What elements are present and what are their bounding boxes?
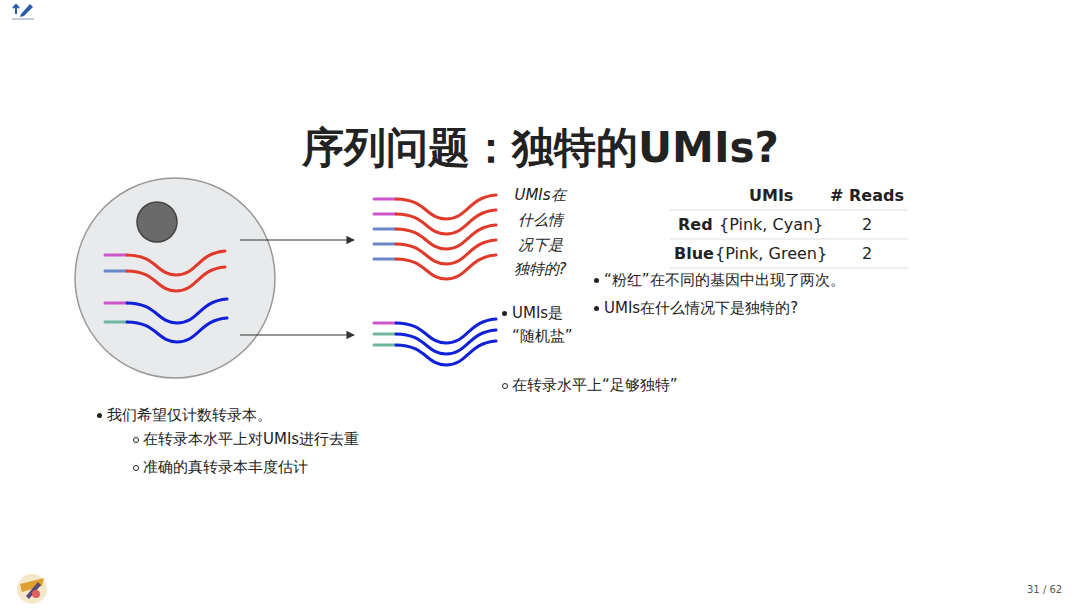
umi-segment [105,321,127,324]
transcript-strand [127,299,227,323]
arrow [240,334,354,335]
bullet [594,306,599,311]
logo [17,574,47,604]
table-header: # Reads [830,184,904,208]
transcripts-in-cell [105,251,227,342]
bullet [594,278,599,283]
umi-segment [374,258,396,261]
bullet-text: 在转录水平上“足够独特” [512,374,678,397]
edit-icon [12,4,34,19]
umi-segment [374,333,396,336]
bullet-text: “粉红”在不同的基因中出现了两次。 [604,269,845,292]
transcript-strand [396,319,496,343]
sub-bullet [133,465,139,471]
sub-bullet [502,383,508,389]
sub-bullet [133,437,139,443]
bullet-text: 在转录本水平上对UMIs进行去重 [143,428,359,451]
umi-segment [105,270,127,273]
table-cell: 2 [862,242,872,266]
bullet [502,311,507,316]
umi-segment [374,213,396,216]
umi-segment [374,243,396,246]
umi-segment [105,254,127,257]
table-cell: Blue [674,242,714,266]
table-cell: 2 [862,213,872,237]
bullet [97,413,102,418]
table-rule [670,210,908,211]
table-cell: Red [678,213,713,237]
reads [374,195,496,365]
nucleus [137,202,177,242]
page-number: 31 / 62 [1027,582,1062,597]
cell [75,178,275,378]
transcript-strand [127,318,227,342]
transcript-strand [396,330,496,354]
slide-title: 序列问题：独特的UMIs? [302,125,779,171]
umi-segment [105,302,127,305]
table-rule [670,239,908,240]
bullet-text: UMIs在什么情况下是独特的? [604,297,798,320]
table-cell: {Pink, Cyan} [719,213,823,237]
umi-segment [374,344,396,347]
transcript-strand [396,341,496,365]
transcript-strand [127,267,225,291]
arrow [240,239,354,240]
bullet-text: UMIs是“随机盐” [512,302,574,349]
umi-segment [374,198,396,201]
table-header: UMIs [749,184,793,208]
table-cell: {Pink, Green} [715,242,827,266]
umi-segment [374,228,396,231]
transcript-strand [396,255,496,279]
bullet-text: 我们希望仅计数转录本。 [107,404,272,427]
question-column: UMIs在什么情况下是独特的? [512,183,568,282]
bullet-text: 准确的真转录本丰度估计 [143,456,308,479]
table-rule [670,268,908,269]
umi-segment [374,322,396,325]
